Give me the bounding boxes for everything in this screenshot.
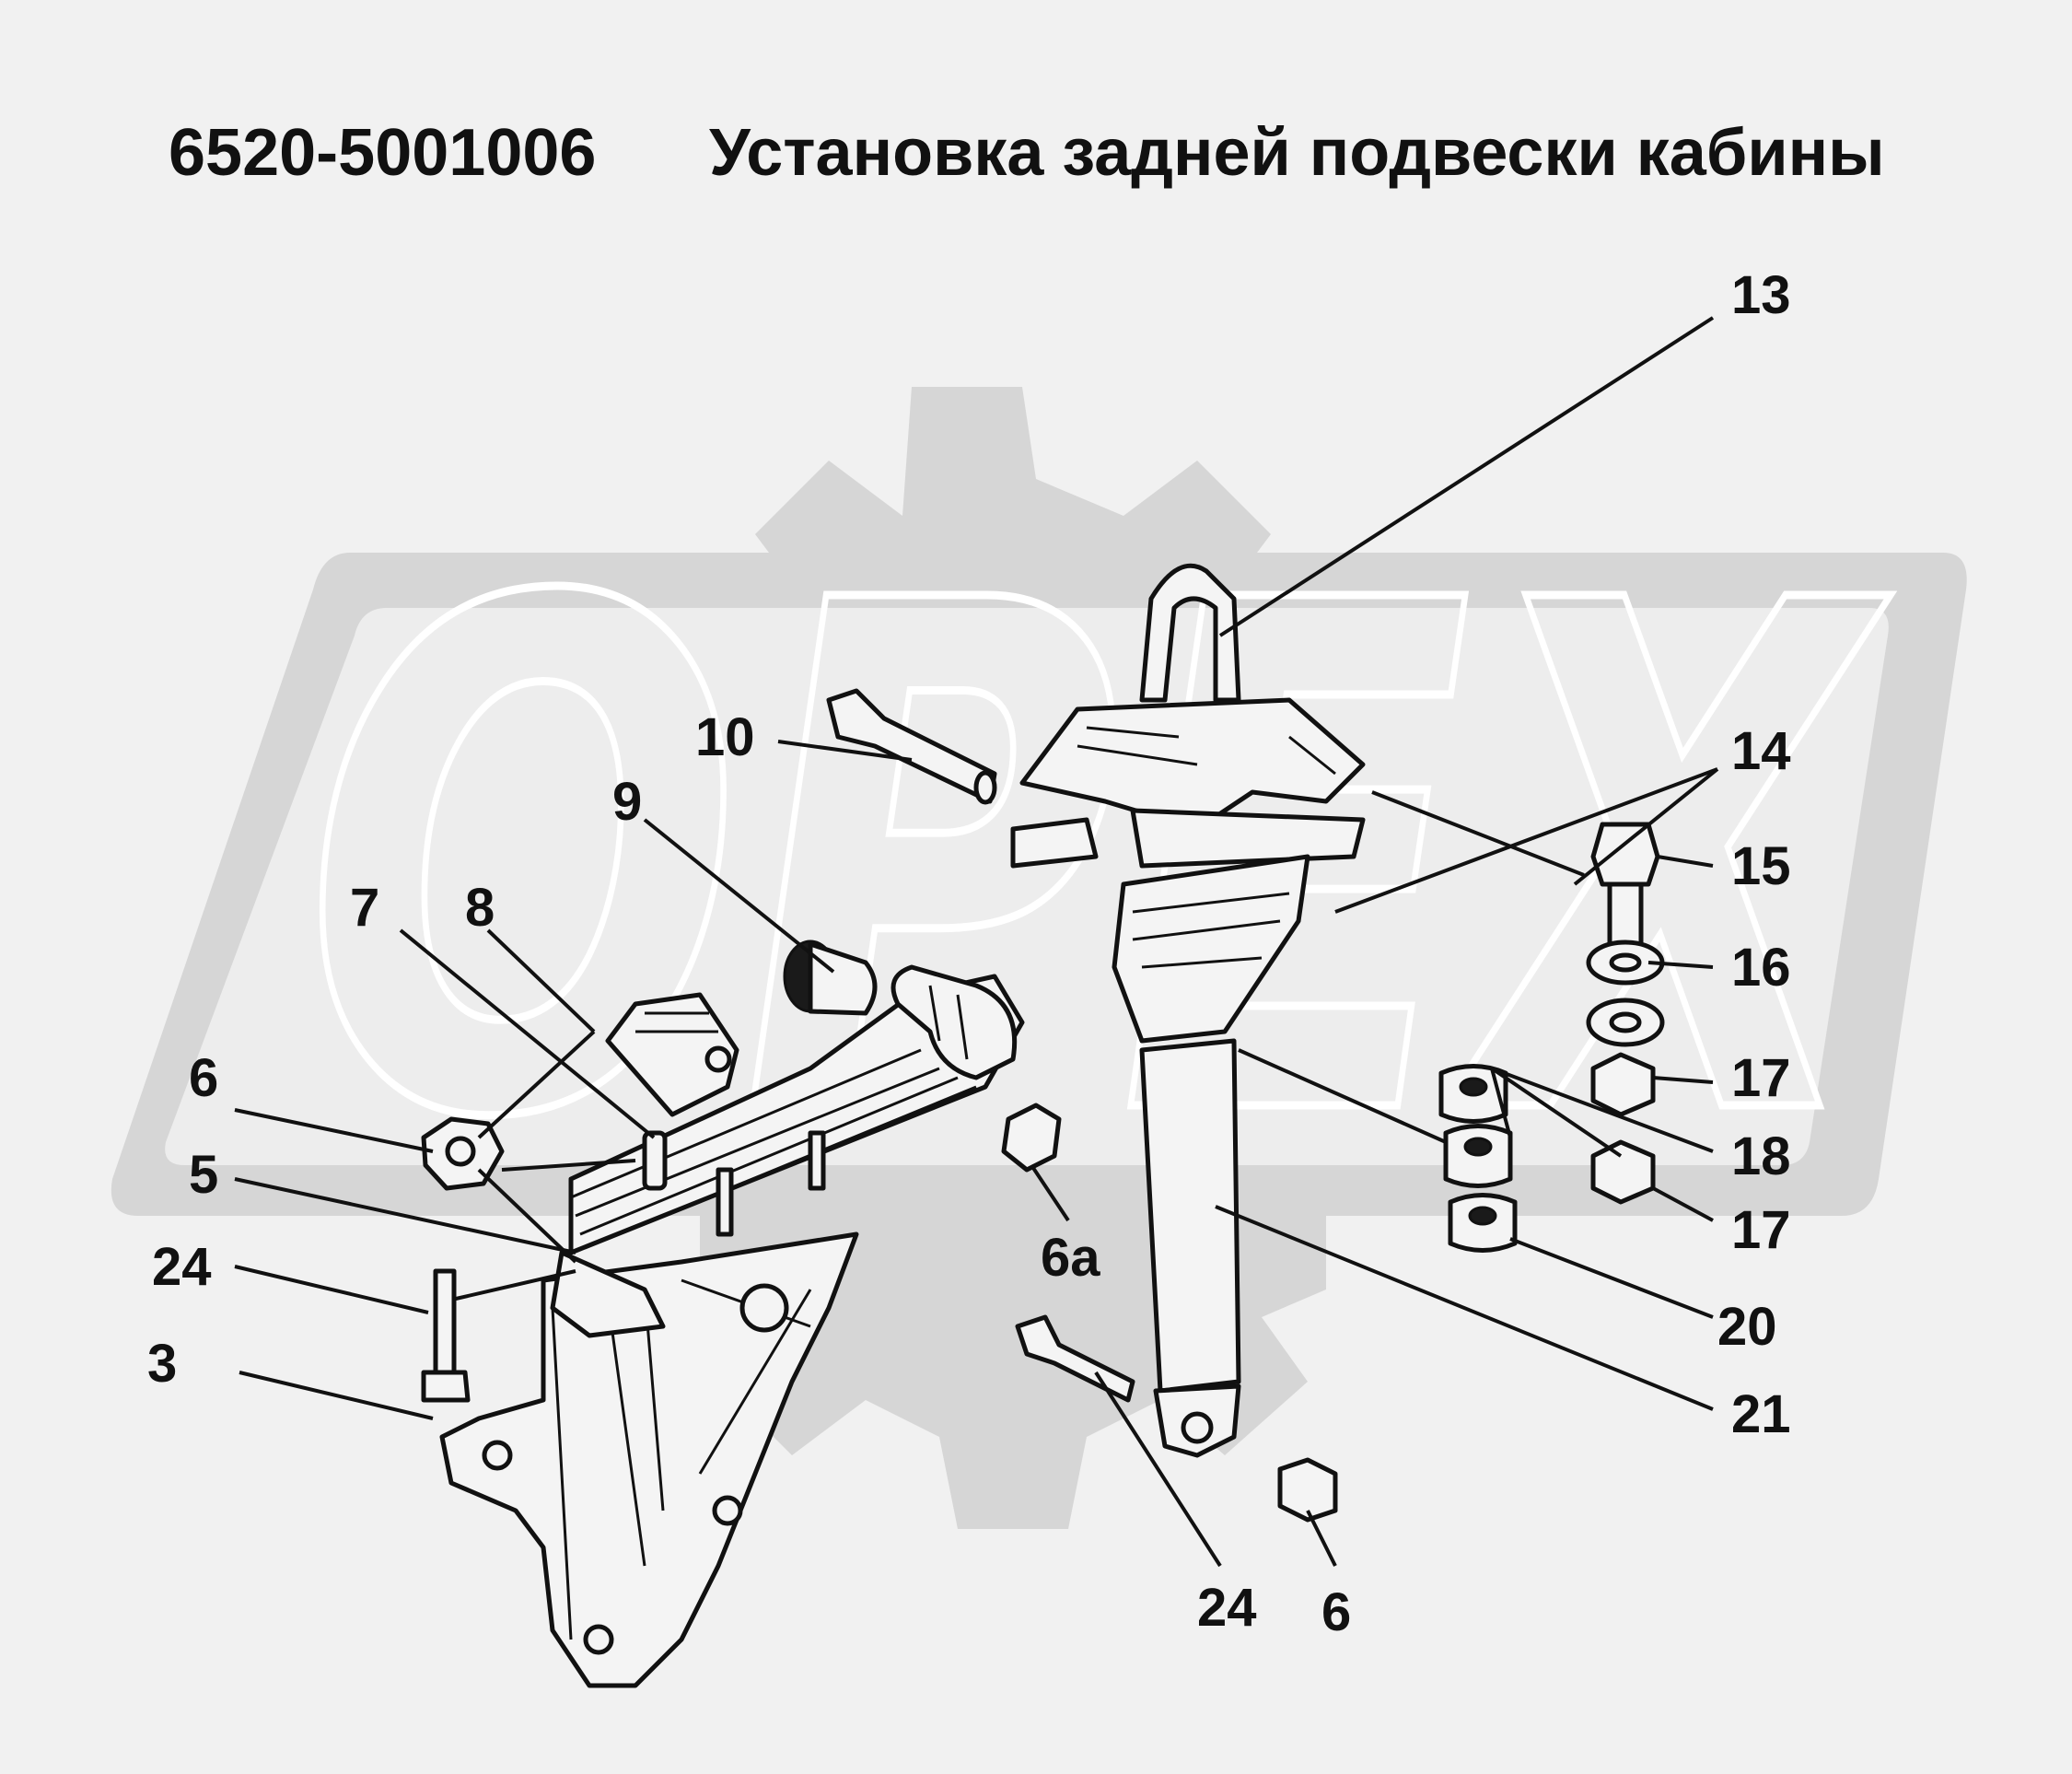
bracket-part: [439, 1231, 859, 1688]
upper-mount-13-part: [1010, 563, 1366, 869]
bolt-24-bottom-part: [1015, 1314, 1135, 1403]
diagram-title: Установка задней подвески кабины: [709, 116, 1885, 190]
callout-6a: 6а: [1041, 1228, 1100, 1288]
leaf-spring-part: [550, 964, 1025, 1338]
watermark-logo: ОРЕХ: [111, 387, 1967, 1529]
callout-labels: 13 10 14 9 15 7 8 16 6 17 18 5 17 6а 24 …: [147, 265, 1791, 1642]
callout-9: 9: [612, 772, 642, 832]
callout-17-upper: 17: [1731, 1048, 1791, 1108]
rubber-bushing-20-part: [1448, 1193, 1518, 1253]
callout-8: 8: [465, 878, 495, 938]
stud-7-part: [642, 1130, 668, 1191]
callout-14: 14: [1731, 721, 1791, 781]
callout-13: 13: [1731, 265, 1791, 325]
callout-20: 20: [1717, 1297, 1777, 1357]
rubber-bushing-18-part: [1438, 1064, 1513, 1188]
callout-3: 3: [147, 1334, 177, 1394]
nut-17-lower-part: [1590, 1139, 1656, 1205]
callout-24-left: 24: [152, 1237, 212, 1297]
shock-absorber-part: [1112, 854, 1310, 1458]
diagram-code: 6520-5001006: [169, 116, 596, 190]
callout-24-bottom: 24: [1197, 1578, 1257, 1638]
nut-17-part: [1590, 1052, 1656, 1117]
bolt-24-left-part: [421, 1268, 471, 1403]
callout-5: 5: [189, 1145, 218, 1205]
callout-15: 15: [1731, 836, 1791, 896]
watermark-badge-inner: [165, 608, 1889, 1165]
bolt-10-part: [826, 688, 997, 805]
callout-17-lower: 17: [1731, 1200, 1791, 1260]
bushing-9-part: [783, 940, 878, 1016]
plate-part: [605, 992, 739, 1117]
callout-6-left: 6: [189, 1048, 218, 1108]
nut-6-bottom-part: [1277, 1457, 1338, 1523]
nut-6a-part: [1001, 1103, 1062, 1173]
callout-18: 18: [1731, 1126, 1791, 1186]
callout-10: 10: [695, 707, 755, 767]
callout-16: 16: [1731, 938, 1791, 998]
callout-6-bottom: 6: [1321, 1582, 1351, 1642]
leader-lines: [234, 316, 1719, 1568]
washer-17-upper-part: [1586, 998, 1665, 1047]
callout-21: 21: [1731, 1384, 1791, 1444]
callout-7: 7: [350, 878, 379, 938]
